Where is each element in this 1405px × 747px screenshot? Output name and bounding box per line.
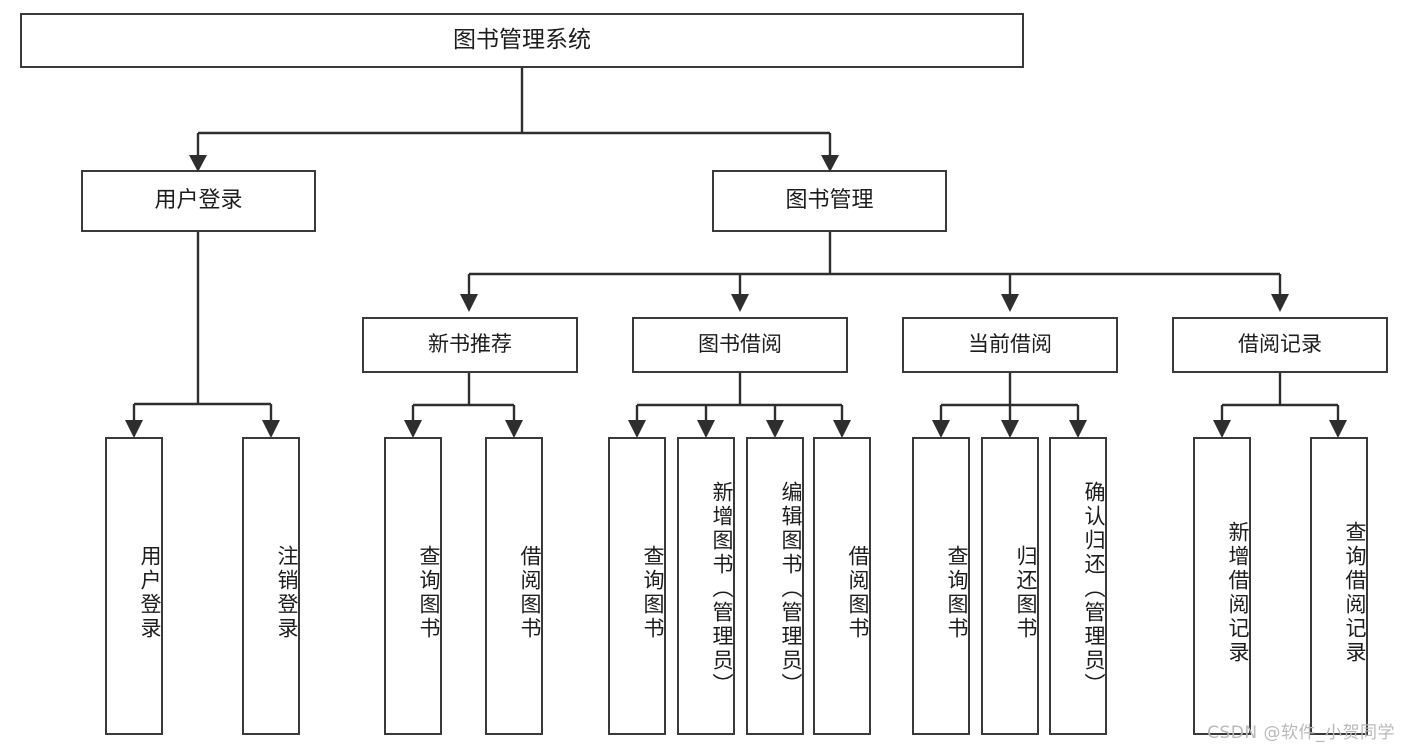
- node-label: 当前借阅: [968, 332, 1052, 357]
- node-label: 编辑图书（管理员）: [779, 481, 803, 697]
- node-label: 用户登录: [138, 545, 162, 641]
- node-label: 借阅图书: [846, 545, 870, 641]
- node-borrow-record[interactable]: 借阅记录: [1172, 317, 1388, 373]
- watermark: CSDN @软件_小贺同学: [1207, 723, 1395, 743]
- node-label: 查询图书: [641, 545, 665, 641]
- leaf-current-borrow-query[interactable]: 查询图书: [912, 437, 970, 735]
- node-label: 新书推荐: [428, 332, 512, 357]
- node-label: 确认归还（管理员）: [1082, 481, 1106, 697]
- leaf-book-borrow-add[interactable]: 新增图书（管理员）: [677, 437, 735, 735]
- node-label: 查询借阅记录: [1343, 521, 1367, 665]
- node-label: 查询图书: [945, 545, 969, 641]
- leaf-new-book-borrow[interactable]: 借阅图书: [485, 437, 543, 735]
- node-new-book-recommend[interactable]: 新书推荐: [362, 317, 578, 373]
- node-label: 图书管理: [785, 187, 874, 213]
- leaf-book-borrow-query[interactable]: 查询图书: [608, 437, 666, 735]
- node-book-borrow[interactable]: 图书借阅: [632, 317, 848, 373]
- leaf-borrow-record-query[interactable]: 查询借阅记录: [1310, 437, 1368, 735]
- node-label: 借阅记录: [1238, 332, 1322, 357]
- node-current-borrow[interactable]: 当前借阅: [902, 317, 1118, 373]
- leaf-book-borrow-borrow[interactable]: 借阅图书: [813, 437, 871, 735]
- leaf-user-login-signout[interactable]: 注销登录: [242, 437, 300, 735]
- node-label: 用户登录: [154, 187, 243, 213]
- leaf-borrow-record-add[interactable]: 新增借阅记录: [1193, 437, 1251, 735]
- node-user-login[interactable]: 用户登录: [81, 170, 316, 232]
- node-label: 查询图书: [417, 545, 441, 641]
- node-label: 借阅图书: [518, 545, 542, 641]
- node-label: 图书借阅: [698, 332, 782, 357]
- node-label: 注销登录: [275, 545, 299, 641]
- node-label: 新增图书（管理员）: [710, 481, 734, 697]
- leaf-user-login-signin[interactable]: 用户登录: [105, 437, 163, 735]
- leaf-new-book-query[interactable]: 查询图书: [384, 437, 442, 735]
- node-root-system[interactable]: 图书管理系统: [20, 13, 1024, 68]
- leaf-book-borrow-edit[interactable]: 编辑图书（管理员）: [746, 437, 804, 735]
- leaf-current-borrow-return[interactable]: 归还图书: [981, 437, 1039, 735]
- node-label: 图书管理系统: [453, 26, 591, 53]
- node-label: 归还图书: [1014, 545, 1038, 641]
- leaf-current-borrow-confirm-return[interactable]: 确认归还（管理员）: [1049, 437, 1107, 735]
- node-book-management[interactable]: 图书管理: [712, 170, 947, 232]
- node-label: 新增借阅记录: [1226, 521, 1250, 665]
